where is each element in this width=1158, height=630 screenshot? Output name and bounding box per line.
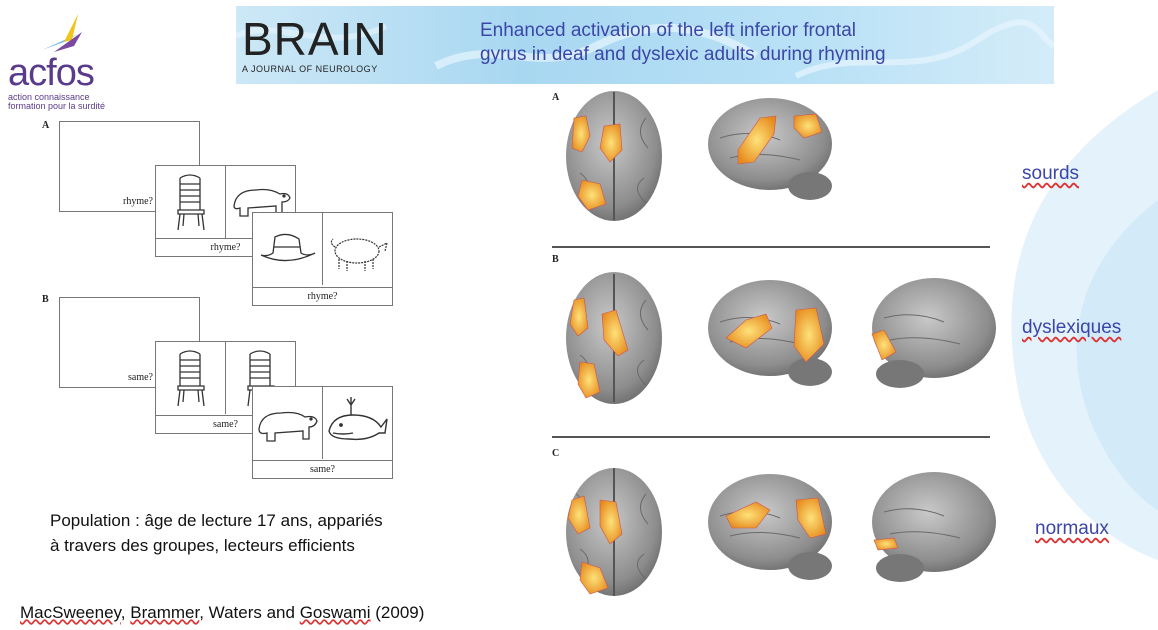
bear-picture: [226, 166, 296, 238]
brain-c-side-view: [708, 474, 832, 580]
hat-picture: [253, 213, 323, 285]
brain-panel-b-letter: B: [552, 254, 559, 265]
article-headline: Enhanced activation of the left inferior…: [480, 19, 960, 67]
citation-sep-1: ,: [120, 603, 131, 622]
whale-icon: [328, 397, 388, 441]
stimulus-a-prompt-3: rhyme?: [253, 287, 392, 305]
brain-panel-divider-1: [552, 246, 990, 248]
stimulus-a-prompt-2: rhyme?: [156, 238, 295, 256]
stimulus-b-prompt-1: same?: [128, 372, 153, 383]
brain-b-side-view: [708, 280, 832, 386]
pig-icon: [330, 238, 388, 271]
stimulus-b-prompt-3: same?: [253, 460, 392, 478]
brain-activation-figure: [566, 91, 996, 596]
journal-banner: BRAIN A JOURNAL OF NEUROLOGY Enhanced ac…: [236, 6, 1054, 84]
headline-line-1: Enhanced activation of the left inferior…: [480, 20, 857, 41]
brain-b-top-view: [566, 272, 662, 404]
citation-author-1: MacSweeney: [20, 603, 121, 622]
stimulus-b-prompt-2: same?: [156, 415, 295, 433]
bear-icon: [258, 411, 318, 442]
citation: MacSweeney, Brammer, Waters and Goswami …: [20, 603, 424, 623]
hat-icon: [260, 233, 316, 262]
citation-year: (2009): [370, 603, 425, 622]
citation-sep-2: , Waters and: [199, 603, 300, 622]
stimuli-panel-b-letter: B: [42, 294, 49, 305]
chair-icon: [177, 174, 205, 231]
logo-tagline-1: action connaissance: [8, 92, 90, 102]
brain-b-medial-view: [871, 278, 996, 388]
brain-c-medial-view: [872, 472, 996, 582]
headline-line-2: gyrus in deaf and dyslexic adults during…: [480, 44, 886, 65]
group-label-deaf: sourds: [1022, 163, 1080, 184]
journal-title: BRAIN: [242, 13, 388, 65]
population-note: Population : âge de lecture 17 ans, appa…: [50, 508, 450, 558]
chair-picture: [156, 342, 226, 414]
acfos-logo: acfos action connaissance formation pour…: [6, 12, 126, 112]
banner-water-texture: [236, 19, 1054, 79]
chair-picture: [156, 166, 226, 238]
brain-a-side-view: [708, 98, 832, 200]
brain-panel-divider-2: [552, 436, 990, 438]
stimulus-a-prompt-1: rhyme?: [123, 196, 153, 207]
population-line-2: à travers des groupes, lecteurs efficien…: [50, 536, 355, 555]
bear-picture: [253, 387, 323, 459]
brain-panel-c-letter: C: [552, 448, 560, 459]
logo-swoosh-icon: [42, 14, 82, 52]
group-label-normal: normaux: [1035, 518, 1109, 539]
stimulus-b-card-2: same?: [252, 386, 393, 479]
citation-author-2: Brammer: [130, 603, 200, 622]
logo-tagline-2: formation pour la surdité: [8, 101, 106, 111]
whale-picture: [323, 387, 393, 459]
stimulus-a-card-1: rhyme?: [155, 165, 296, 257]
journal-subtitle: A JOURNAL OF NEUROLOGY: [242, 64, 378, 74]
pig-picture: [323, 213, 393, 285]
brain-panel-a-letter: A: [552, 92, 560, 103]
group-label-dyslexic: dyslexiques: [1022, 317, 1122, 338]
logo-wordmark: acfos: [8, 52, 95, 94]
population-line-1: Population : âge de lecture 17 ans, appa…: [50, 511, 383, 530]
brain-c-top-view: [566, 468, 662, 596]
chair-icon: [177, 350, 205, 407]
brain-a-top-view: [566, 91, 662, 221]
bear-icon: [233, 188, 291, 217]
citation-author-3: Goswami: [299, 603, 371, 622]
stimulus-a-card-2: rhyme?: [252, 212, 393, 306]
stimuli-panel-a-letter: A: [42, 120, 50, 131]
